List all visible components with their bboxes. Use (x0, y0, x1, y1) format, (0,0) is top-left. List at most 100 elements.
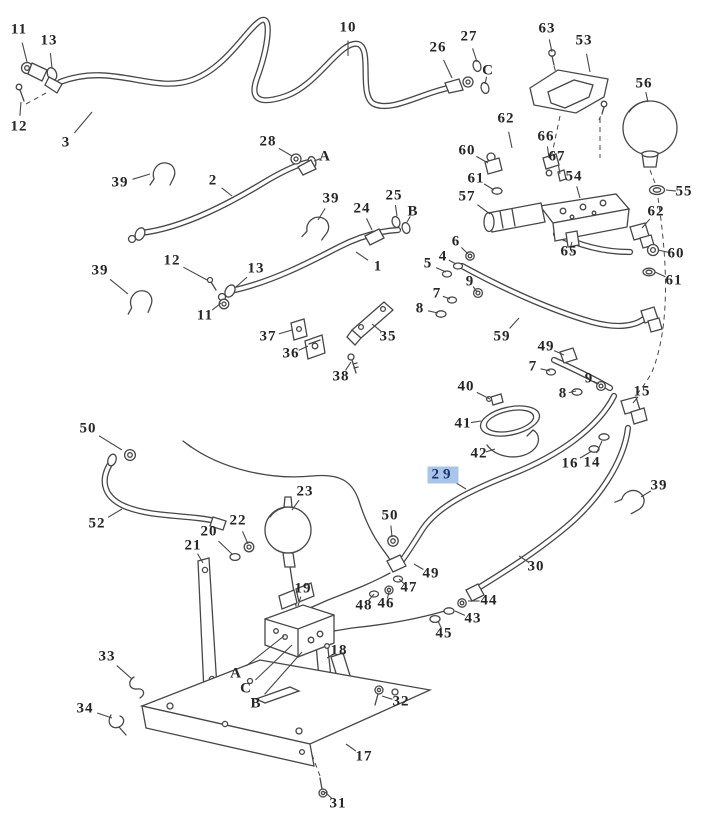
part-label-20[interactable]: 20 (200, 523, 218, 540)
part-label-B[interactable]: B (407, 203, 419, 220)
part-label-25[interactable]: 25 (385, 187, 403, 204)
part-label-6[interactable]: 6 (451, 233, 461, 250)
part-label-62[interactable]: 62 (647, 203, 665, 220)
part-label-50[interactable]: 50 (381, 507, 399, 524)
part-label-7[interactable]: 7 (432, 285, 442, 302)
part-label-46[interactable]: 46 (377, 595, 395, 612)
part-label-45[interactable]: 45 (435, 625, 453, 642)
part-label-3[interactable]: 3 (61, 134, 71, 151)
part-label-57[interactable]: 57 (458, 188, 476, 205)
part-label-22[interactable]: 22 (229, 512, 247, 529)
part-label-4[interactable]: 4 (438, 248, 448, 265)
part-label-9[interactable]: 9 (584, 370, 594, 387)
part-label-60[interactable]: 60 (667, 245, 685, 262)
part-label-29[interactable]: 29 (427, 466, 459, 484)
hose-52-fittings (107, 448, 255, 562)
part-label-61[interactable]: 61 (665, 272, 683, 289)
part-label-27[interactable]: 27 (460, 28, 478, 45)
top-right-fitting-group (444, 59, 490, 95)
part-label-66[interactable]: 66 (537, 128, 555, 145)
part-label-26[interactable]: 26 (429, 39, 447, 56)
part-label-B[interactable]: B (250, 695, 262, 712)
part-label-36[interactable]: 36 (282, 345, 300, 362)
part-label-2[interactable]: 2 (208, 172, 218, 189)
part-label-5[interactable]: 5 (423, 255, 433, 272)
part-label-24[interactable]: 24 (353, 200, 371, 217)
part-label-14[interactable]: 14 (583, 454, 601, 471)
part-label-16[interactable]: 16 (561, 455, 579, 472)
part-label-A[interactable]: A (319, 148, 331, 165)
hose-clamps (127, 162, 645, 515)
part-label-44[interactable]: 44 (480, 592, 498, 609)
part-label-54[interactable]: 54 (565, 168, 583, 185)
hose-2-end-fittings (127, 159, 317, 244)
part-label-34[interactable]: 34 (76, 700, 94, 717)
part-label-43[interactable]: 43 (464, 610, 482, 627)
part-label-C[interactable]: C (240, 680, 252, 697)
part-label-49[interactable]: 49 (422, 565, 440, 582)
part-label-11[interactable]: 11 (10, 21, 28, 38)
brackets-35-36-37 (290, 301, 394, 374)
part-label-10[interactable]: 10 (339, 19, 357, 36)
part-label-13[interactable]: 13 (40, 32, 58, 49)
part-label-60[interactable]: 60 (458, 142, 476, 159)
part-label-A[interactable]: A (230, 665, 242, 682)
part-label-35[interactable]: 35 (379, 328, 397, 345)
part-label-63[interactable]: 63 (538, 20, 556, 37)
part-label-12[interactable]: 12 (163, 252, 181, 269)
tube-to-valve-upper (302, 572, 391, 612)
part-label-59[interactable]: 59 (493, 328, 511, 345)
part-label-23[interactable]: 23 (296, 483, 314, 500)
part-label-62[interactable]: 62 (497, 110, 515, 127)
hose-1-end-fittings (206, 215, 411, 310)
part-label-39[interactable]: 39 (650, 477, 668, 494)
part-label-55[interactable]: 55 (675, 183, 693, 200)
part-label-47[interactable]: 47 (400, 579, 418, 596)
part-label-1[interactable]: 1 (373, 258, 383, 275)
part-label-21[interactable]: 21 (184, 537, 202, 554)
top-left-fitting-group (15, 61, 63, 102)
part-label-9[interactable]: 9 (465, 273, 475, 290)
part-label-49[interactable]: 49 (537, 338, 555, 355)
part-label-17[interactable]: 17 (355, 748, 373, 765)
part-label-38[interactable]: 38 (332, 368, 350, 385)
part-label-15[interactable]: 15 (633, 383, 651, 400)
part-label-53[interactable]: 53 (575, 32, 593, 49)
part-label-39[interactable]: 39 (111, 174, 129, 191)
fitting-washers-right (435, 251, 663, 453)
part-label-18[interactable]: 18 (330, 642, 348, 659)
part-label-61[interactable]: 61 (467, 170, 485, 187)
part-label-65[interactable]: 65 (560, 243, 578, 260)
part-label-31[interactable]: 31 (329, 795, 347, 812)
part-label-52[interactable]: 52 (88, 515, 106, 532)
part-label-33[interactable]: 33 (98, 648, 116, 665)
part-label-56[interactable]: 56 (635, 75, 653, 92)
part-label-41[interactable]: 41 (454, 415, 472, 432)
part-label-50[interactable]: 50 (79, 420, 97, 437)
part-label-8[interactable]: 8 (558, 385, 568, 402)
part-label-67[interactable]: 67 (548, 148, 566, 165)
part-label-7[interactable]: 7 (528, 358, 538, 375)
part-label-13[interactable]: 13 (247, 260, 265, 277)
part-label-39[interactable]: 39 (91, 262, 109, 279)
part-label-30[interactable]: 30 (527, 558, 545, 575)
part-label-40[interactable]: 40 (457, 378, 475, 395)
steel-tube (186, 443, 395, 567)
part-label-32[interactable]: 32 (392, 693, 410, 710)
part-label-39[interactable]: 39 (322, 190, 340, 207)
part-label-48[interactable]: 48 (355, 597, 373, 614)
part-label-28[interactable]: 28 (259, 133, 277, 150)
part-label-19[interactable]: 19 (294, 580, 312, 597)
part-label-C[interactable]: C (482, 62, 494, 79)
part-label-37[interactable]: 37 (259, 328, 277, 345)
mounting-bracket-53 (529, 49, 609, 115)
part-label-11[interactable]: 11 (196, 307, 214, 324)
valve-block-19 (264, 582, 335, 658)
part-label-42[interactable]: 42 (470, 445, 488, 462)
small-hardware (108, 676, 384, 798)
clamp-ring-assembly-40-41-42 (479, 393, 541, 458)
tube-to-valve-lower (327, 609, 449, 633)
part-label-12[interactable]: 12 (10, 118, 28, 135)
part-label-8[interactable]: 8 (415, 300, 425, 317)
